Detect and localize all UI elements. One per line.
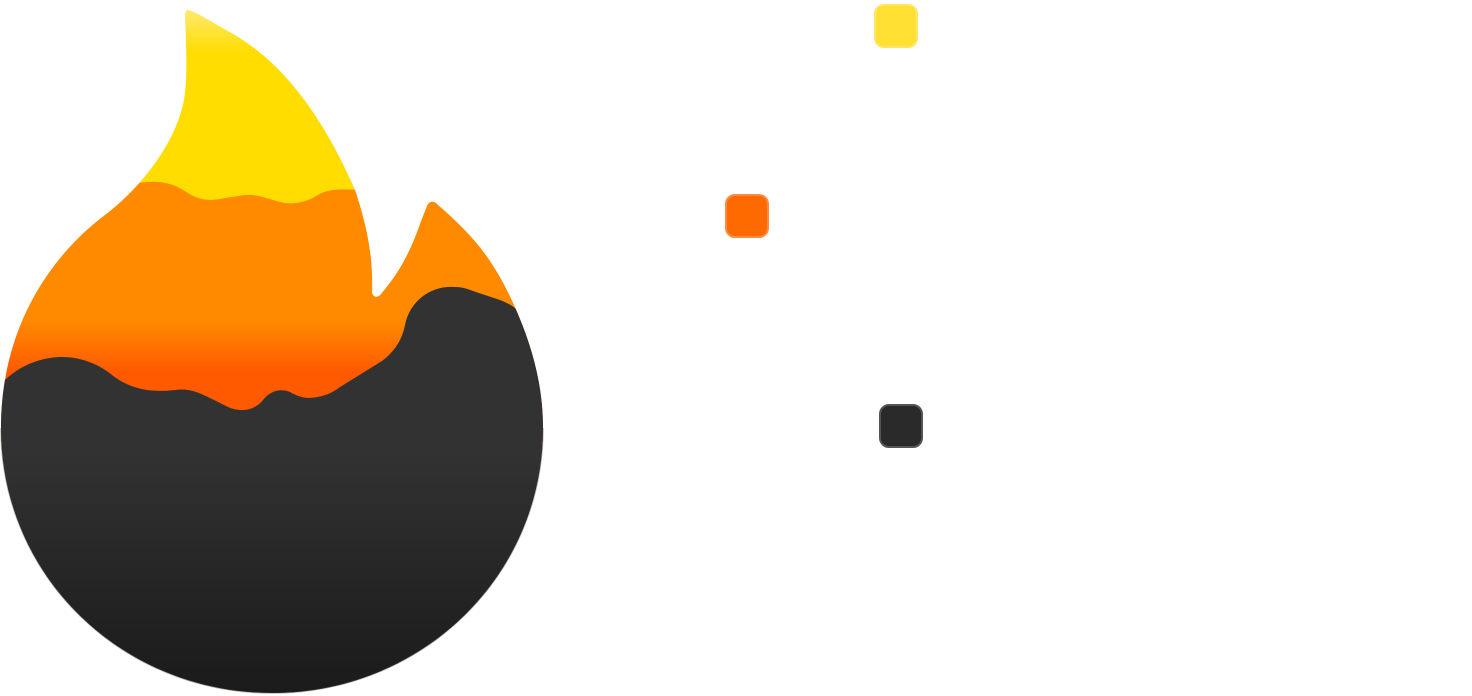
flame-layers: [1, 9, 543, 693]
color-swatch-yellow: [874, 4, 918, 48]
flame-dark-layer: [1, 286, 543, 693]
flame-icon: [0, 9, 544, 694]
color-swatch-dark: [879, 404, 923, 448]
color-swatch-orange: [725, 194, 769, 238]
flame-outline: [0, 427, 544, 694]
